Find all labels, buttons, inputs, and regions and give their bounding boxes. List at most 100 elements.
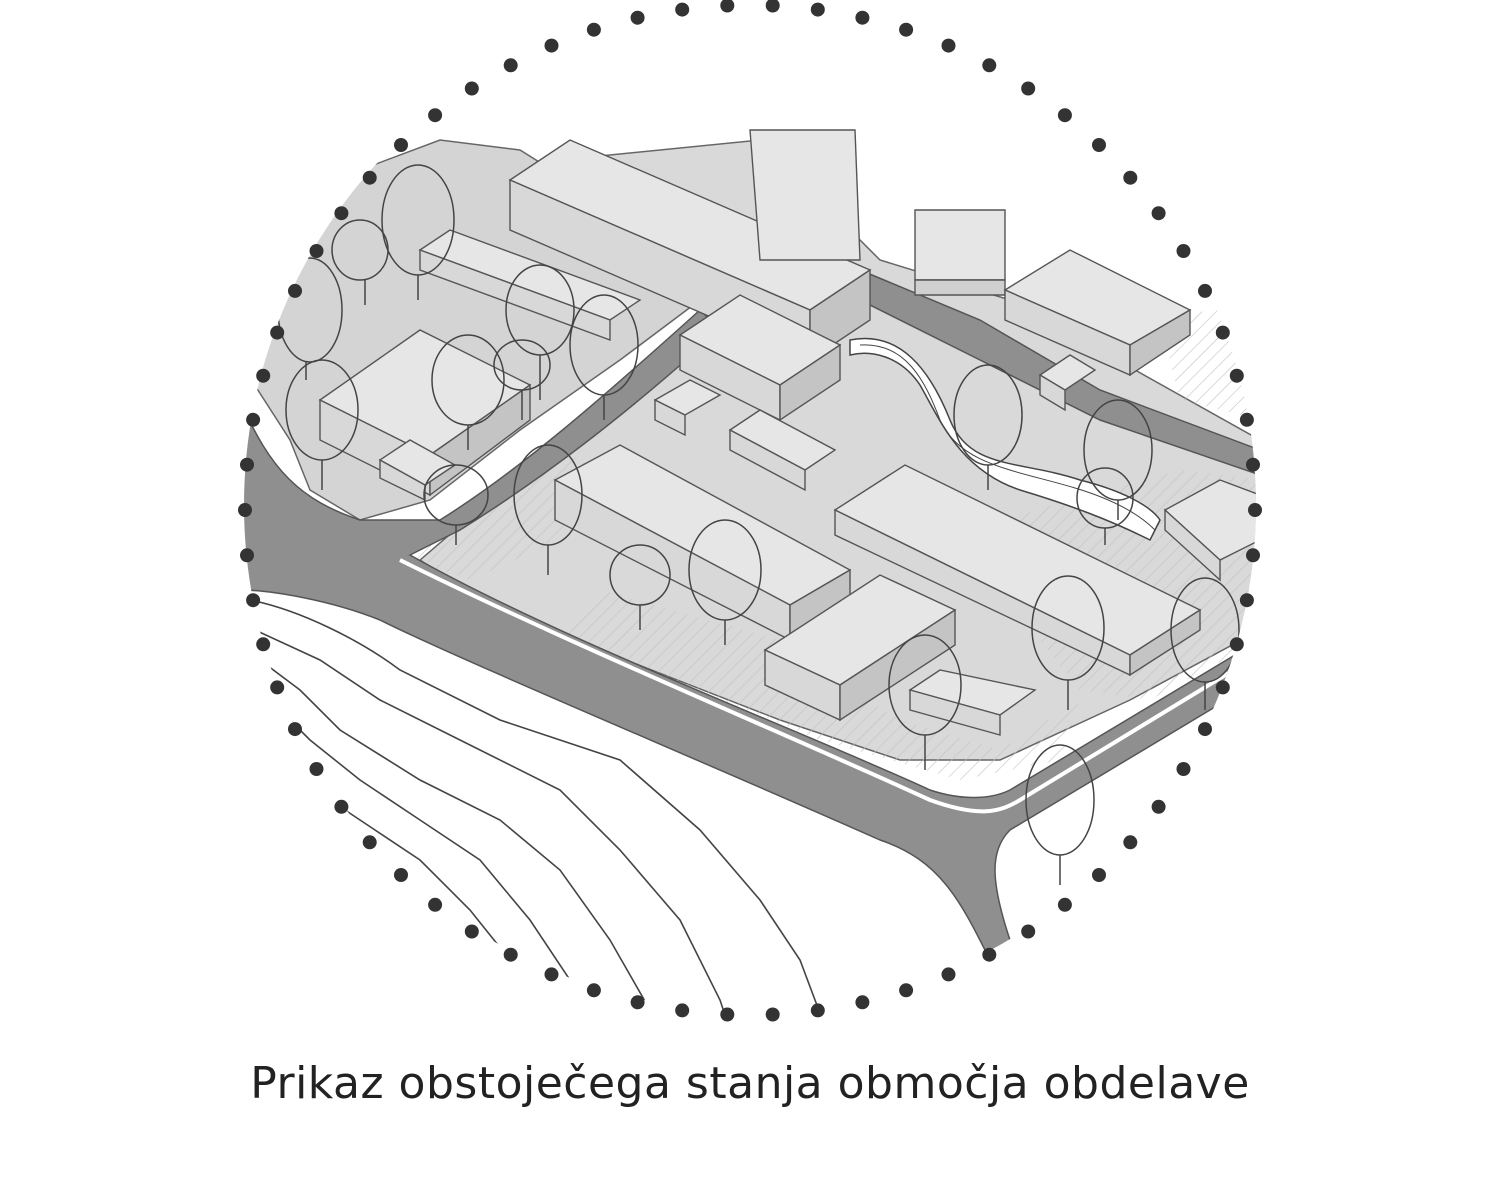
boundary-dot: [288, 722, 302, 737]
road-edge-line: [399, 558, 1252, 814]
boundary-dot: [362, 170, 377, 185]
boundary-dot: [1176, 244, 1191, 258]
boundary-dot: [720, 0, 735, 13]
boundary-dot: [1123, 170, 1138, 185]
boundary-dot: [765, 0, 780, 13]
boundary-dot: [256, 637, 271, 652]
boundary-dot: [240, 548, 254, 563]
trees: [277, 164, 1240, 885]
building-center-cluster: [678, 294, 842, 422]
tree-outline-icon: [493, 339, 551, 420]
tree-outline-icon: [285, 359, 359, 490]
building-east-small: [1038, 354, 1097, 412]
boundary-dot: [246, 412, 261, 427]
boundary-dot: [334, 799, 349, 814]
boundary-dot: [270, 680, 285, 695]
boundary-dot: [544, 38, 559, 53]
tree-outline-icon: [423, 464, 489, 545]
tree-outline-icon: [688, 519, 762, 645]
boundary-dot: [544, 967, 559, 982]
boundary-dot: [941, 967, 956, 982]
boundary-dot: [246, 593, 261, 608]
tree-outline-icon: [513, 444, 583, 575]
building-east-block: [1003, 249, 1192, 377]
boundary-dot: [362, 835, 377, 850]
tree-outline-icon: [1031, 575, 1105, 710]
building-center-small: [653, 379, 722, 437]
boundary-dot: [394, 868, 408, 882]
boundary-dot: [1021, 81, 1036, 96]
boundary-dot: [810, 2, 825, 17]
site-content: [244, 129, 1256, 1011]
boundary-dot: [256, 368, 271, 383]
tree-outline-icon: [1025, 744, 1095, 885]
boundary-dot: [982, 58, 997, 73]
boundary-dot: [941, 38, 956, 53]
boundary-dot: [428, 897, 443, 912]
boundary-dot: [899, 983, 914, 998]
boundary-dot: [720, 1007, 735, 1022]
tree-outline-icon: [381, 164, 455, 300]
building-tower: [749, 129, 861, 261]
boundary-dot: [1198, 283, 1212, 298]
tree-outline-icon: [888, 634, 962, 770]
boundary-dot: [982, 947, 997, 962]
boundary-dot: [855, 10, 870, 25]
tree-outline-icon: [609, 544, 671, 630]
boundary-dot: [1151, 206, 1166, 221]
boundary-dot: [675, 2, 690, 17]
boundary-dot: [1248, 503, 1262, 517]
tree-outline-icon: [953, 364, 1023, 490]
boundary-dot: [240, 457, 254, 472]
boundary-dot: [1057, 897, 1072, 912]
tree-outline-icon: [505, 264, 575, 400]
boundary-dot: [270, 325, 285, 340]
dotted-circle-boundary: [238, 0, 1262, 1022]
building-southeast-long: [833, 464, 1202, 677]
boundary-dot: [899, 22, 914, 37]
boundary-dot: [1239, 593, 1254, 608]
boundary-dot: [630, 10, 645, 25]
buildings: [318, 129, 1256, 736]
tree-outline-icon: [331, 219, 389, 305]
boundary-dot: [464, 924, 479, 939]
boundary-dot: [1198, 722, 1212, 737]
diagram-caption: Prikaz obstoječega stanja območja obdela…: [250, 1058, 1250, 1109]
boundary-dot: [309, 244, 324, 258]
boundary-dot: [630, 995, 645, 1010]
boundary-dot: [586, 22, 601, 37]
boundary-dot: [855, 995, 870, 1010]
boundary-dot: [464, 81, 479, 96]
boundary-dot: [394, 138, 408, 152]
boundary-dot: [1092, 138, 1106, 152]
boundary-dot: [810, 1003, 825, 1018]
boundary-dot: [1246, 457, 1260, 472]
boundary-dot: [1123, 835, 1138, 850]
building-west-long: [418, 229, 642, 342]
building-far-east: [1163, 479, 1256, 582]
boundary-dot: [428, 108, 443, 123]
hatched-area-center: [410, 450, 600, 580]
boundary-dot: [288, 283, 302, 298]
boundary-dot: [1176, 762, 1191, 776]
boundary-dot: [1229, 637, 1244, 652]
boundary-dot: [503, 947, 518, 962]
boundary-dot: [503, 58, 518, 73]
boundary-dot: [1215, 680, 1230, 695]
boundary-dot: [765, 1007, 780, 1022]
tree-outline-icon: [1083, 399, 1153, 520]
boundary-dot: [1057, 108, 1072, 123]
building-center-bar: [728, 409, 837, 492]
tree-outline-icon: [569, 294, 639, 420]
boundary-dot: [1092, 868, 1106, 882]
building-south-block: [763, 574, 957, 722]
boundary-dot: [1151, 799, 1166, 814]
tree-outline-icon: [1076, 467, 1134, 545]
boundary-dot: [334, 206, 349, 221]
building-northeast: [914, 209, 1006, 296]
main-road: [244, 308, 1256, 961]
boundary-dot: [1021, 924, 1036, 939]
tree-outline-icon: [431, 334, 505, 450]
site-axonometric-diagram: [238, 0, 1262, 1022]
